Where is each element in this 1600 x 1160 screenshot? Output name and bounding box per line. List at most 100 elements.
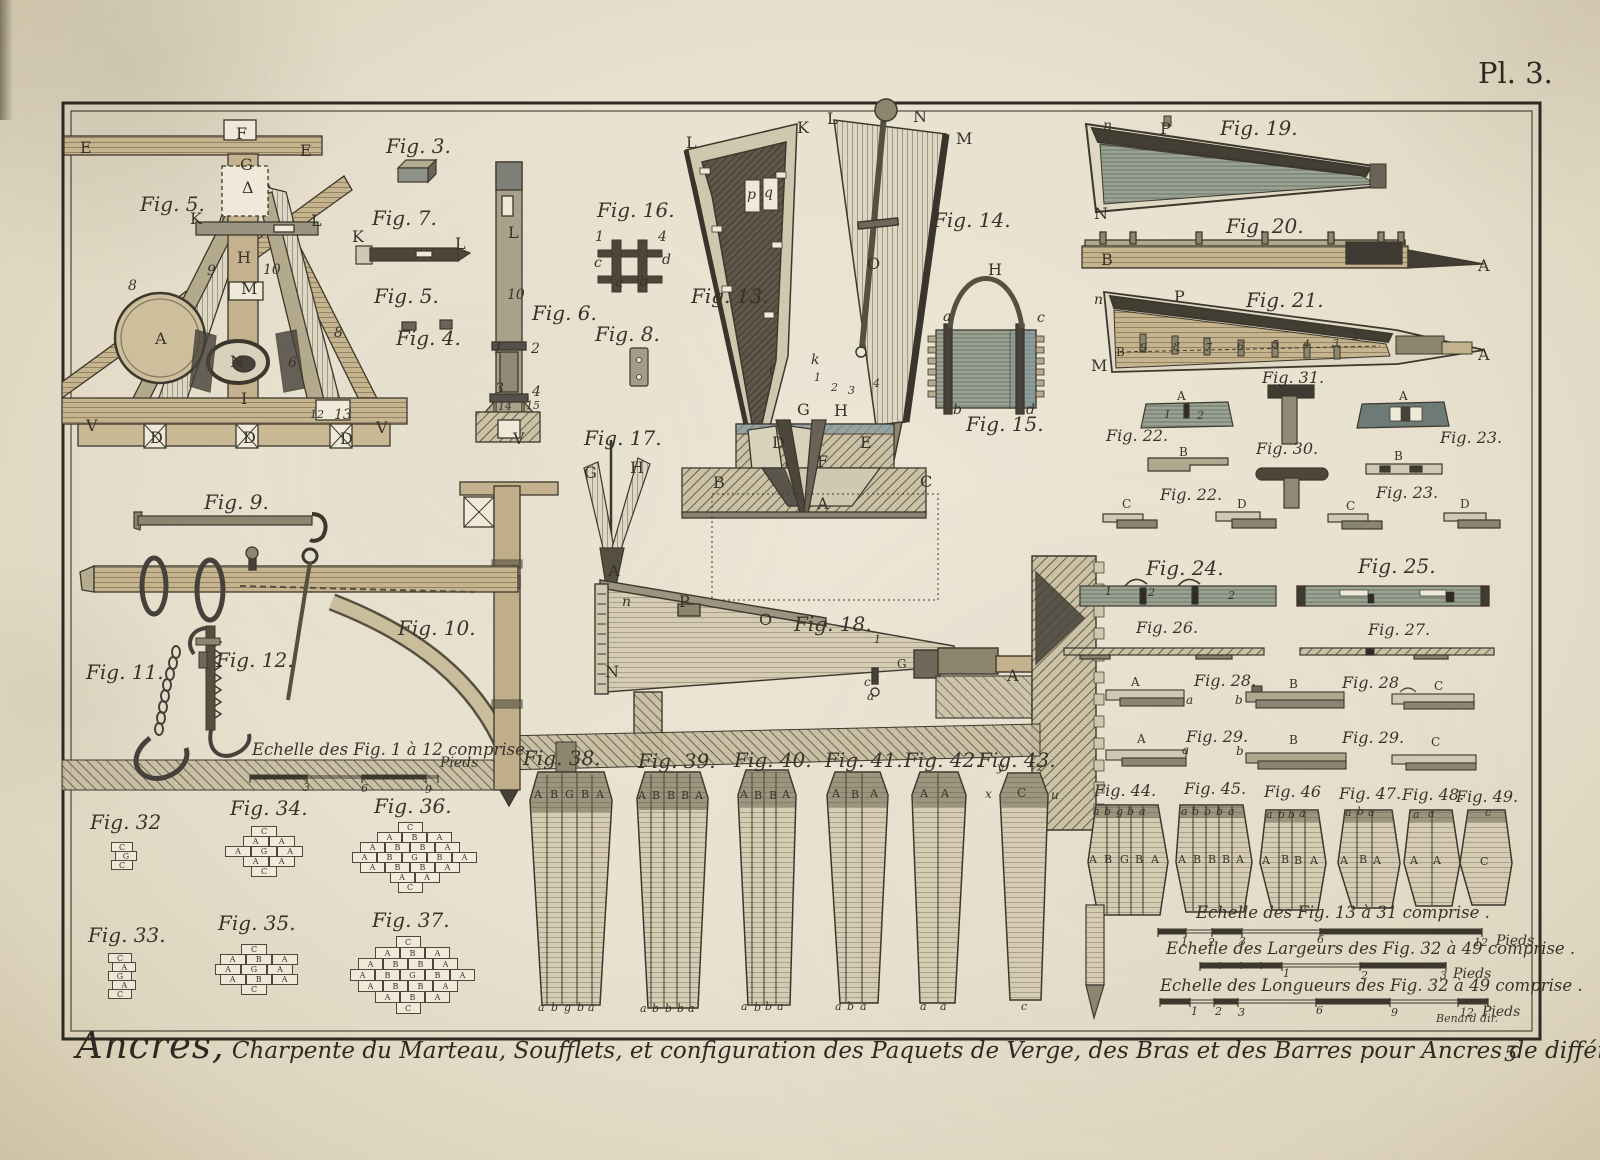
- part-label: b: [551, 1001, 559, 1014]
- part-label: P: [1160, 119, 1171, 138]
- part-label: A: [1089, 853, 1097, 866]
- part-label: Pieds: [1453, 966, 1492, 982]
- fig6-post: [475, 161, 541, 443]
- part-label: L: [508, 223, 519, 242]
- part-label: n: [622, 594, 632, 610]
- part-label: 1: [1190, 587, 1197, 600]
- part-label: 8: [128, 278, 137, 294]
- part-label: 2: [831, 381, 838, 394]
- part-label: a: [1413, 808, 1420, 821]
- part-label: b: [1288, 808, 1296, 821]
- part-label: 2: [1352, 330, 1359, 343]
- part-label: B: [851, 788, 860, 801]
- part-label: 4: [1303, 338, 1310, 351]
- figure-label: Fig. 23.: [1440, 428, 1503, 447]
- part-label: n: [1103, 118, 1113, 134]
- part-label: b: [1235, 693, 1243, 707]
- figure-label: Fig. 27.: [1368, 620, 1431, 639]
- part-label: O: [867, 254, 881, 273]
- part-label: G: [897, 657, 907, 671]
- part-label: i: [769, 362, 774, 378]
- caption-rest: Charpente du Marteau, Soufflets, et conf…: [224, 1038, 1600, 1064]
- paquet-brick: A: [414, 872, 440, 883]
- part-label: B: [1101, 250, 1113, 269]
- part-label: z: [1037, 760, 1044, 774]
- part-label: 2: [531, 341, 540, 357]
- part-label: I: [241, 389, 248, 408]
- part-label: 2: [1215, 1005, 1222, 1018]
- scale-largeurs-32-49: [1199, 962, 1447, 971]
- plate-caption: Ancres, Charpente du Marteau, Soufflets,…: [76, 1024, 1600, 1067]
- figure-label: Fig. 28.: [1194, 671, 1257, 690]
- part-label: 2: [1208, 936, 1215, 949]
- figure-label: Fig. 4.: [396, 326, 461, 350]
- paquet-brick: A: [425, 991, 450, 1003]
- part-label: A: [608, 561, 620, 580]
- part-label: a: [1266, 808, 1273, 821]
- part-label: b: [1204, 805, 1212, 818]
- part-label: B: [1289, 677, 1298, 691]
- part-label: B: [769, 789, 778, 802]
- part-label: Echelle des Fig. 13 à 31 comprise .: [1196, 903, 1490, 922]
- figure-label: Fig. 33.: [88, 923, 166, 947]
- part-label: b: [765, 1000, 773, 1013]
- fig31-fig30-fig22-fig23: [1102, 384, 1501, 530]
- part-label: L: [311, 211, 322, 230]
- part-label: 2: [1197, 409, 1204, 422]
- part-label: A: [1310, 854, 1318, 867]
- part-label: B: [1281, 853, 1290, 866]
- part-label: 6: [288, 355, 297, 371]
- part-label: a: [860, 1000, 867, 1013]
- part-label: a: [920, 1000, 927, 1013]
- part-label: c: [1037, 310, 1045, 326]
- part-label: A: [1262, 854, 1270, 867]
- part-label: 8: [1173, 340, 1180, 353]
- part-label: a: [940, 1000, 947, 1013]
- part-label: A: [1478, 345, 1490, 364]
- part-label: L: [455, 234, 466, 253]
- part-label: B: [667, 789, 676, 802]
- part-label: 12: [310, 408, 324, 421]
- part-label: a: [867, 689, 875, 703]
- part-label: 6: [1317, 933, 1324, 946]
- part-label: A: [1433, 854, 1441, 867]
- part-label: 9: [1391, 1006, 1398, 1019]
- fig11-chain: [133, 626, 207, 781]
- figure-label: Fig. 25.: [1358, 554, 1436, 578]
- part-label: a: [1299, 807, 1306, 820]
- part-label: 2: [1228, 589, 1235, 602]
- fig28-29-pieces: [1105, 685, 1477, 771]
- part-label: b: [677, 1002, 685, 1015]
- paquet-brick: C: [251, 866, 277, 877]
- part-label: 8: [334, 325, 343, 341]
- part-label: q: [764, 185, 773, 201]
- part-label: b: [639, 274, 648, 290]
- part-label: 1: [1191, 1005, 1198, 1018]
- part-label: n: [1094, 292, 1104, 308]
- part-label: A: [1178, 853, 1186, 866]
- part-label: c: [864, 675, 871, 689]
- figure-label: Fig. 38.: [523, 746, 601, 770]
- part-label: A: [155, 329, 167, 348]
- scan-edge-shadow: [0, 0, 13, 120]
- part-label: 1: [595, 229, 604, 245]
- figure-label: Fig. 19.: [1220, 116, 1298, 140]
- paquet-brick: C: [395, 1002, 421, 1014]
- part-label: b: [665, 1002, 673, 1015]
- figure-label: Fig. 5.: [374, 284, 439, 308]
- part-label: H: [834, 401, 848, 420]
- part-label: A: [1236, 853, 1244, 866]
- paquet-brick: A: [225, 846, 251, 857]
- fig15-paquet: [927, 276, 1045, 415]
- part-label: a: [943, 309, 952, 325]
- part-label: A: [1373, 854, 1381, 867]
- scale-fig13-31: [1157, 928, 1483, 937]
- part-label: B: [1179, 445, 1188, 459]
- figure-label: Fig. 16.: [597, 198, 675, 222]
- figure-label: Fig. 6.: [532, 301, 597, 325]
- part-label: 9: [425, 783, 432, 796]
- part-label: 3: [303, 781, 310, 794]
- part-label: B: [652, 789, 661, 802]
- part-label: Pieds: [440, 755, 479, 771]
